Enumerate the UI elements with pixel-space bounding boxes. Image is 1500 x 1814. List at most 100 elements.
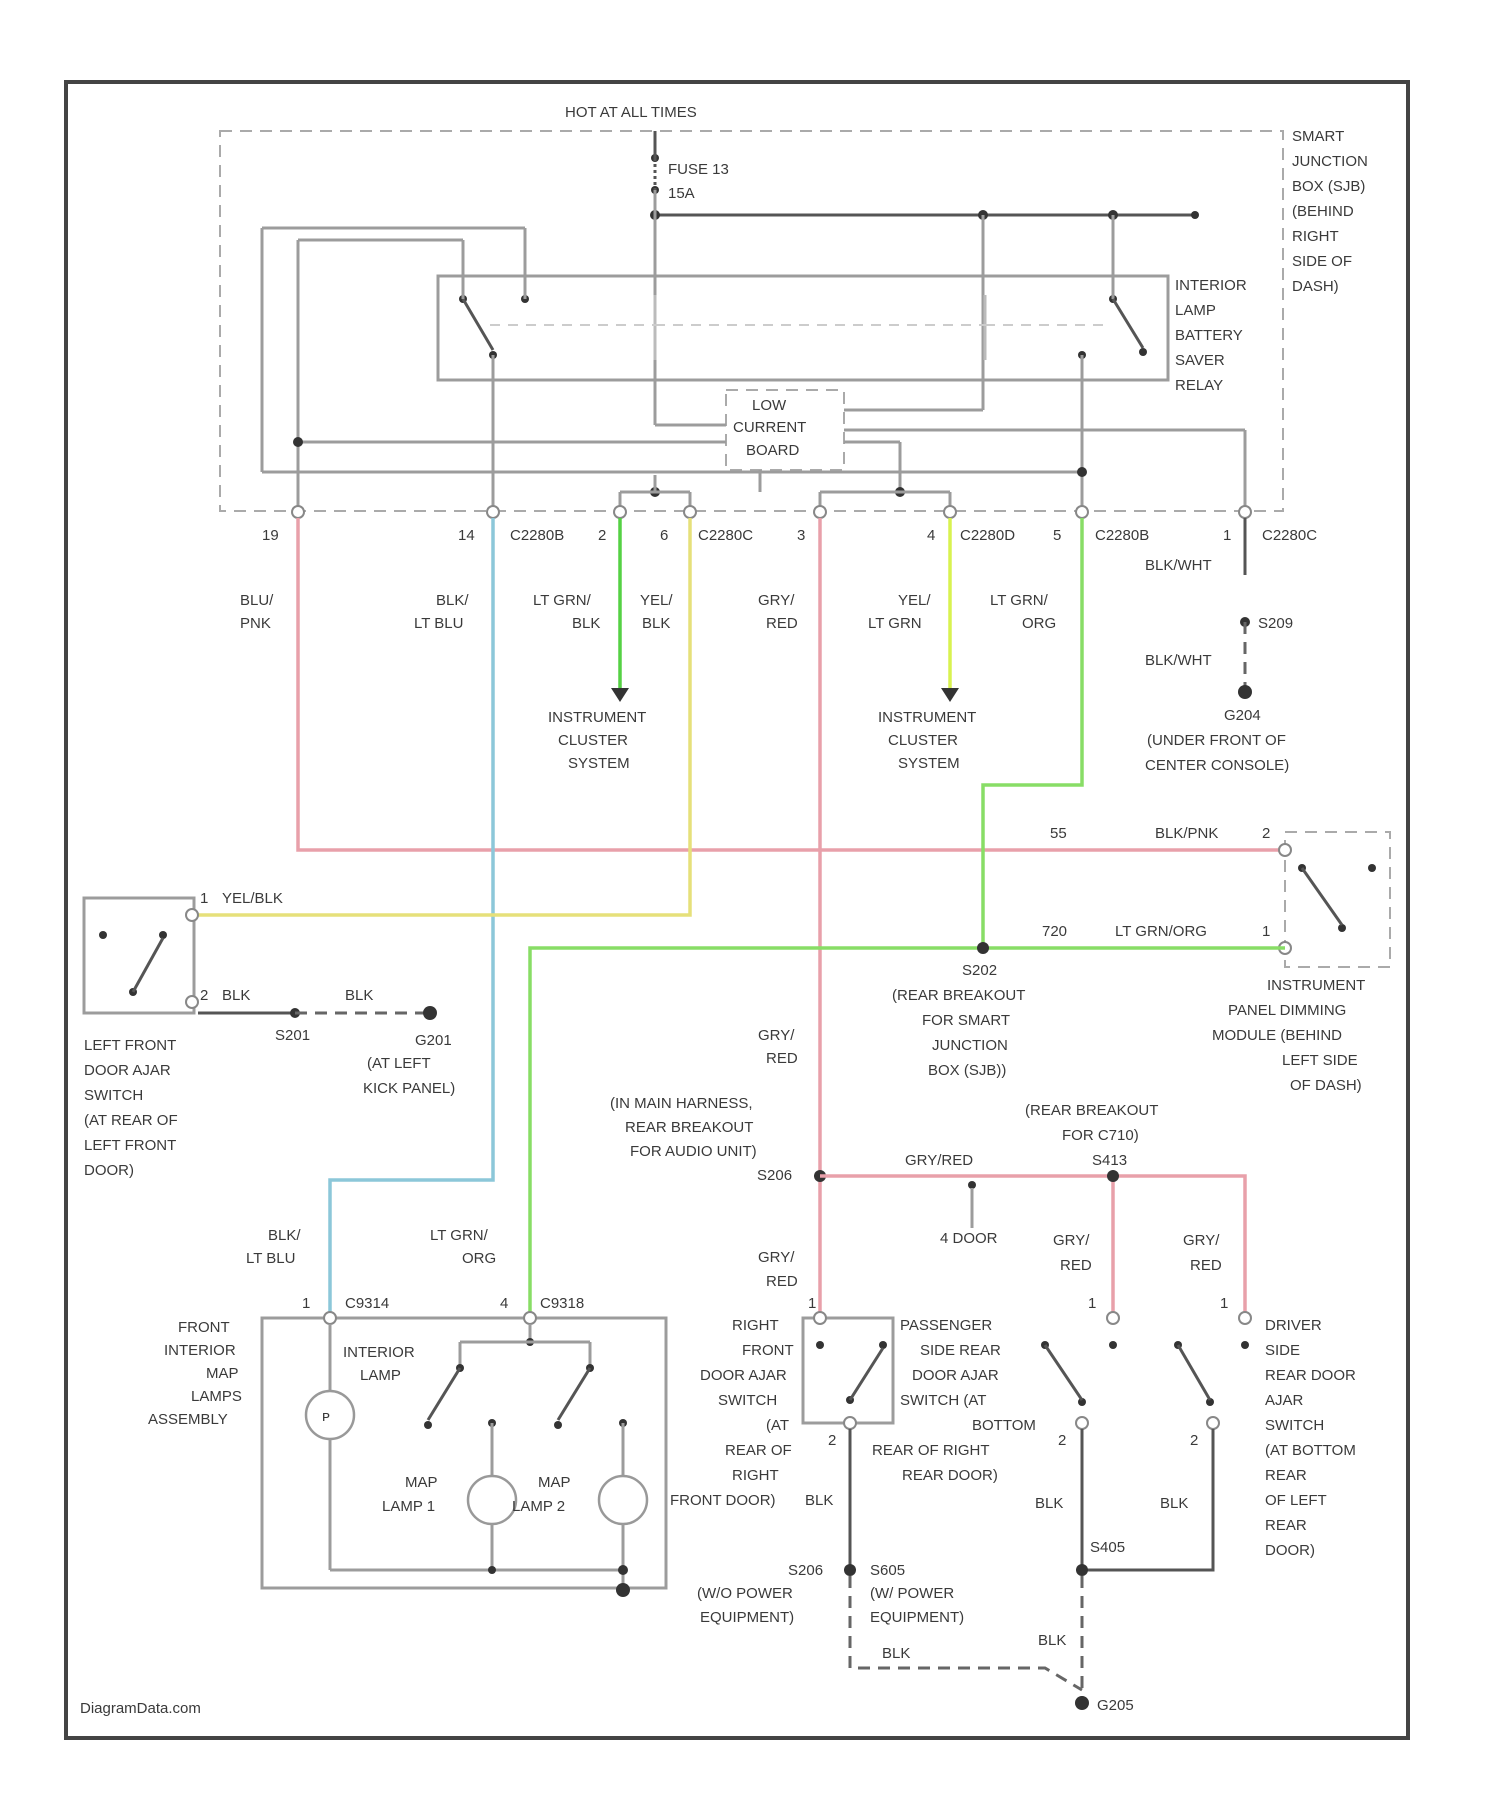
left-front-door-switch <box>133 938 163 992</box>
rf-pin-1: 1 <box>808 1295 816 1312</box>
svg-text:BOX (SJB)): BOX (SJB)) <box>928 1062 1006 1079</box>
svg-text:RED: RED <box>1190 1257 1222 1274</box>
svg-text:BLK/: BLK/ <box>268 1227 301 1244</box>
splice-s202-node <box>977 942 989 954</box>
smart-junction-box-label: SMART JUNCTION BOX (SJB) (BEHIND RIGHT S… <box>1292 128 1368 295</box>
svg-text:SWITCH: SWITCH <box>1265 1417 1324 1434</box>
map-lamp-1-label-1: MAP <box>405 1474 438 1491</box>
svg-text:LT GRN/: LT GRN/ <box>533 592 592 609</box>
svg-text:REAR: REAR <box>1265 1467 1307 1484</box>
svg-text:1: 1 <box>1223 527 1231 544</box>
svg-text:ᴘ: ᴘ <box>322 1408 330 1425</box>
fuse-rating-label: 15A <box>668 185 695 202</box>
svg-text:CLUSTER: CLUSTER <box>888 732 958 749</box>
svg-text:BLU/: BLU/ <box>240 592 274 609</box>
svg-text:MODULE (BEHIND: MODULE (BEHIND <box>1212 1027 1342 1044</box>
svg-text:(REAR BREAKOUT: (REAR BREAKOUT <box>892 987 1025 1004</box>
rf-pin-2: 2 <box>828 1432 836 1449</box>
svg-text:(BEHIND: (BEHIND <box>1292 203 1354 220</box>
ipdm-pin-2: 2 <box>1262 825 1270 842</box>
svg-text:DOOR AJAR: DOOR AJAR <box>912 1367 999 1384</box>
svg-text:DRIVER: DRIVER <box>1265 1317 1322 1334</box>
svg-text:REAR DOOR): REAR DOOR) <box>902 1467 998 1484</box>
low-current-board-label-1: LOW <box>752 397 787 414</box>
wire-label-gry-red-bus: GRY/RED <box>905 1152 973 1169</box>
svg-text:LT BLU: LT BLU <box>246 1250 295 1267</box>
wire-labels-upper: BLU/ PNK BLK/ LT BLU LT GRN/ BLK YEL/ BL… <box>240 557 1212 669</box>
svg-text:FRONT: FRONT <box>742 1342 794 1359</box>
map-lamp-2-bulb-icon <box>599 1476 647 1524</box>
ipdm-switch <box>1302 868 1342 925</box>
svg-text:BLK: BLK <box>642 615 670 632</box>
splice-s209: S209 <box>1258 615 1293 632</box>
svg-text:SMART: SMART <box>1292 128 1344 145</box>
wire-label-blk-dash-a: BLK <box>882 1645 910 1662</box>
interior-lamp-label-1: INTERIOR <box>343 1344 415 1361</box>
svg-text:REAR DOOR: REAR DOOR <box>1265 1367 1356 1384</box>
svg-text:RED: RED <box>766 615 798 632</box>
svg-text:BLK/: BLK/ <box>436 592 469 609</box>
wire-blu-pnk <box>298 518 1285 850</box>
svg-text:S605: S605 <box>870 1562 905 1579</box>
pr-pin-1: 1 <box>1088 1295 1096 1312</box>
svg-text:INTERIOR: INTERIOR <box>1175 277 1247 294</box>
front-lamps-assembly-label: FRONT INTERIOR MAP LAMPS ASSEMBLY <box>148 1319 242 1428</box>
svg-text:(IN MAIN HARNESS,: (IN MAIN HARNESS, <box>610 1095 753 1112</box>
svg-text:(AT LEFT: (AT LEFT <box>367 1055 431 1072</box>
dr-pin-1: 1 <box>1220 1295 1228 1312</box>
svg-text:C2280B: C2280B <box>1095 527 1149 544</box>
ground-g205-label: G205 <box>1097 1697 1134 1714</box>
svg-text:REAR BREAKOUT: REAR BREAKOUT <box>625 1119 753 1136</box>
svg-text:FOR AUDIO UNIT): FOR AUDIO UNIT) <box>630 1143 757 1160</box>
svg-text:INSTRUMENT: INSTRUMENT <box>1267 977 1365 994</box>
ldoor-pin-1: 1 <box>200 890 208 907</box>
pr-pin-2: 2 <box>1058 1432 1066 1449</box>
right-front-door-switch-box <box>803 1318 893 1423</box>
svg-text:PNK: PNK <box>240 615 271 632</box>
four-door-label: 4 DOOR <box>940 1230 998 1247</box>
svg-text:RED: RED <box>1060 1257 1092 1274</box>
svg-text:GRY/: GRY/ <box>758 592 795 609</box>
svg-text:1: 1 <box>302 1295 310 1312</box>
fuse-label: FUSE 13 <box>668 161 729 178</box>
wire-blk-lt-blu <box>330 518 493 1316</box>
ipdm-pin-1: 1 <box>1262 923 1270 940</box>
instrument-cluster-right: INSTRUMENT CLUSTER SYSTEM <box>878 709 976 772</box>
map-lamp-1-label-2: LAMP 1 <box>382 1498 435 1515</box>
ipdm-box <box>1285 832 1390 967</box>
svg-text:(W/ POWER: (W/ POWER <box>870 1585 954 1602</box>
driver-rear-door-switch-label: DRIVER SIDE REAR DOOR AJAR SWITCH (AT BO… <box>1265 1317 1356 1559</box>
splice-s405-node <box>1076 1564 1088 1576</box>
svg-text:S202: S202 <box>962 962 997 979</box>
relay-label: INTERIOR LAMP BATTERY SAVER RELAY <box>1175 277 1247 394</box>
wire-label-lt-grn-org: LT GRN/ORG <box>1115 923 1207 940</box>
svg-text:GRY/: GRY/ <box>1183 1232 1220 1249</box>
svg-text:LT BLU: LT BLU <box>414 615 463 632</box>
svg-text:3: 3 <box>797 527 805 544</box>
passenger-rear-door-switch <box>1045 1345 1082 1400</box>
svg-text:2: 2 <box>598 527 606 544</box>
svg-text:4: 4 <box>500 1295 508 1312</box>
splice-s605-label: S605 (W/ POWER EQUIPMENT) <box>870 1562 964 1626</box>
svg-text:4: 4 <box>927 527 935 544</box>
svg-text:FOR C710): FOR C710) <box>1062 1127 1139 1144</box>
wire-label-blk-dr: BLK <box>1160 1495 1188 1512</box>
wire-label-gry-red-mid-2: RED <box>766 1050 798 1067</box>
svg-text:LT GRN/: LT GRN/ <box>430 1227 489 1244</box>
svg-text:INTERIOR: INTERIOR <box>164 1342 236 1359</box>
ipdm-label: INSTRUMENT PANEL DIMMING MODULE (BEHIND … <box>1212 977 1365 1094</box>
right-front-door-switch-label: RIGHT FRONT DOOR AJAR SWITCH (AT REAR OF… <box>670 1317 794 1509</box>
svg-text:JUNCTION: JUNCTION <box>1292 153 1368 170</box>
svg-text:G201: G201 <box>415 1032 452 1049</box>
svg-text:REAR OF RIGHT: REAR OF RIGHT <box>872 1442 990 1459</box>
svg-text:INSTRUMENT: INSTRUMENT <box>878 709 976 726</box>
svg-text:ORG: ORG <box>1022 615 1056 632</box>
splice-s413-label: (REAR BREAKOUT FOR C710) S413 <box>1025 1102 1158 1169</box>
svg-text:SIDE: SIDE <box>1265 1342 1300 1359</box>
splice-s206-bottom-label: S206 (W/O POWER EQUIPMENT) <box>697 1562 823 1626</box>
svg-text:SIDE OF: SIDE OF <box>1292 253 1352 270</box>
svg-text:BLK/WHT: BLK/WHT <box>1145 557 1212 574</box>
svg-text:ORG: ORG <box>462 1250 496 1267</box>
splice-s206-label: (IN MAIN HARNESS, REAR BREAKOUT FOR AUDI… <box>610 1095 792 1184</box>
